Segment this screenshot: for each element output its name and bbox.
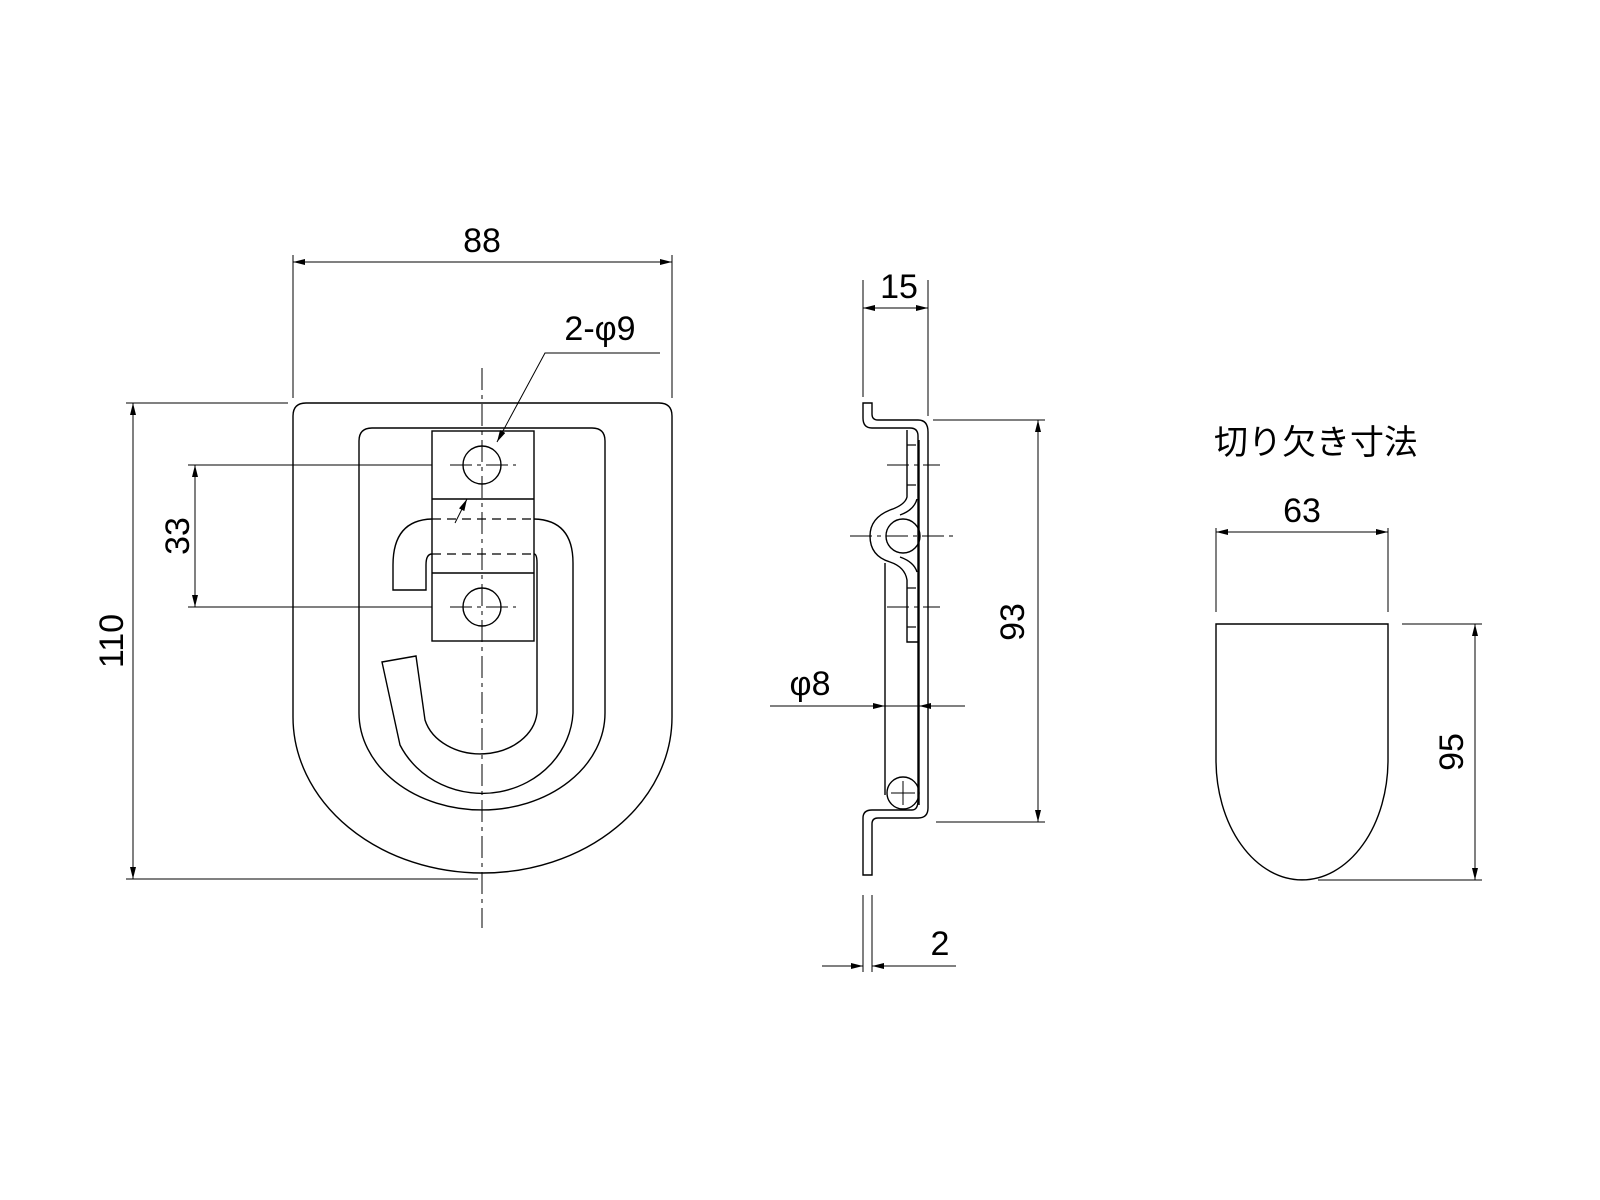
bracket-inner	[899, 498, 918, 573]
dimension-height-label: 95	[1433, 733, 1471, 771]
ring-section	[886, 776, 920, 810]
dimension-height-label: 93	[994, 603, 1032, 641]
base-plate-outline	[292, 402, 673, 874]
mounting-bracket	[431, 430, 535, 642]
plate-profile	[862, 402, 929, 876]
dimension-width-label: 88	[463, 222, 501, 260]
cutout-outline	[1215, 623, 1389, 881]
dimension-width-label: 63	[1283, 492, 1321, 530]
dimension-thickness-label: 2	[931, 925, 950, 963]
dimension-ring-label: φ8	[790, 665, 831, 703]
cutout-view: 切り欠き寸法 63 95	[1214, 423, 1482, 881]
dimension-depth-label: 15	[880, 268, 918, 306]
dimension-height-label: 110	[93, 614, 131, 668]
hole-callout-label: 2-φ9	[564, 310, 635, 348]
recess-outline	[358, 427, 606, 811]
front-view: 88 110 33 2-φ9	[93, 222, 673, 928]
hole-callout-leader	[496, 352, 660, 443]
hole-callout-leader	[454, 498, 468, 524]
cutout-title: 切り欠き寸法	[1214, 423, 1418, 463]
dimension-pitch-label: 33	[159, 517, 197, 555]
ring-outer-outline	[381, 518, 574, 795]
side-view: 15 93 φ8 2	[770, 268, 1045, 972]
